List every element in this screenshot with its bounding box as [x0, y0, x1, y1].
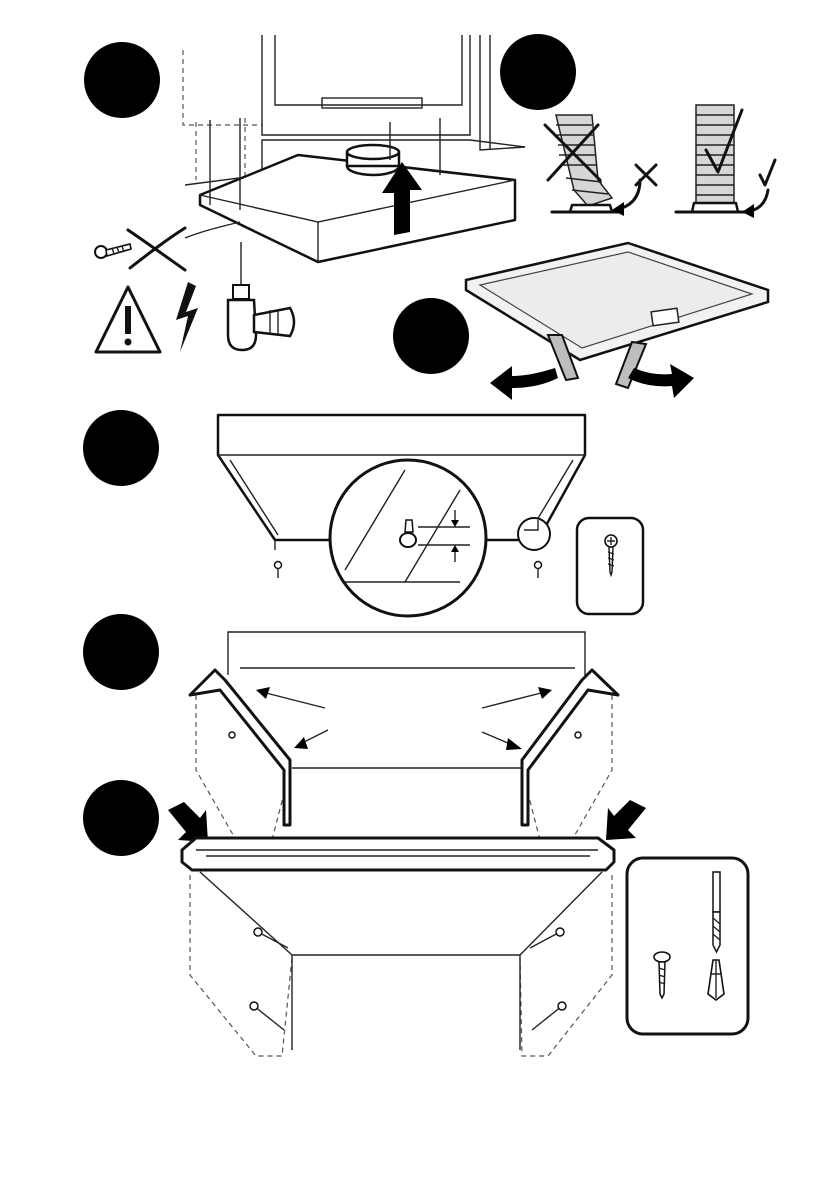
screw-icon: [250, 1002, 284, 1030]
hardware-kit-box: [627, 858, 748, 1034]
step-5-badge: [83, 614, 159, 690]
step-5-hang-hood: [83, 614, 618, 840]
cross-mark-icon: [128, 228, 185, 270]
screw-icon: [275, 562, 282, 579]
down-arrow-left-icon: [168, 802, 208, 842]
screw-icon: [254, 928, 288, 948]
peel-left-arrow-icon: [490, 366, 558, 400]
small-check-icon: [760, 160, 775, 185]
peel-right-arrow-icon: [628, 364, 694, 398]
screw-kit-box: [577, 518, 643, 614]
step-4-badge: [83, 410, 159, 486]
step-6-badge: [83, 780, 159, 856]
lightning-bolt-icon: [176, 282, 198, 352]
step-4-insert-screws: [83, 410, 643, 616]
step-2-duct-connection: [500, 34, 775, 218]
step-1-hood-under-cabinet: [84, 35, 525, 352]
step-1-badge: [84, 42, 160, 118]
screw-icon: [535, 562, 542, 579]
warning-triangle-icon: [96, 287, 160, 352]
screw-wrong-icon: [95, 244, 131, 258]
front-rail: [182, 838, 614, 870]
step-6-fix-front-rail: [83, 780, 748, 1056]
step-3-remove-protective-film: [393, 243, 768, 400]
drill-bit-icon: [713, 872, 720, 952]
detail-magnifier: [330, 460, 486, 616]
screw-icon: [532, 1002, 566, 1030]
screw-icon: [530, 928, 564, 948]
power-drill-icon: [228, 242, 294, 350]
straight-duct: [676, 105, 752, 212]
down-arrow-right-icon: [606, 800, 646, 840]
step-2-badge: [500, 34, 576, 110]
step-3-badge: [393, 298, 469, 374]
